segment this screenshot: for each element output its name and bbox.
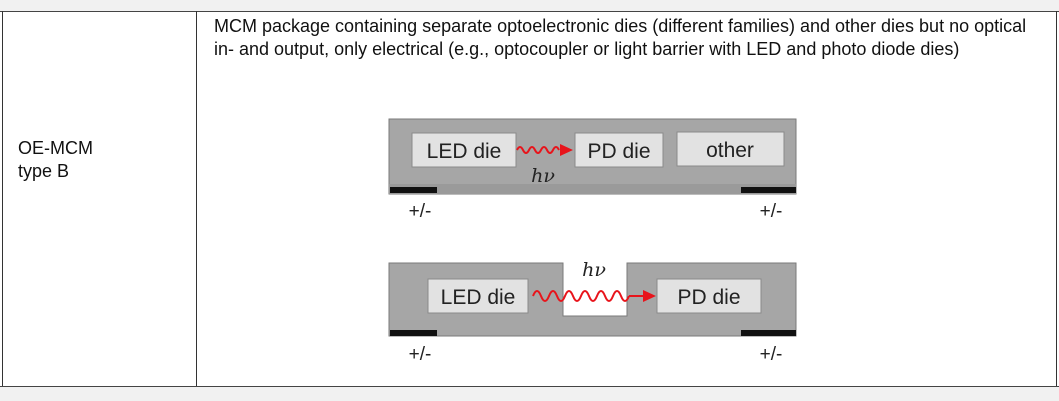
led-die-label-top: LED die	[427, 140, 502, 163]
column-divider	[196, 11, 197, 386]
pd-die-label-bottom: PD die	[677, 286, 740, 309]
photon-label-bottom: hν	[582, 259, 606, 281]
photon-wave-bottom	[532, 290, 630, 302]
terminal-label-left-bottom: +/-	[409, 344, 432, 365]
terminal-label-right-top: +/-	[760, 201, 783, 222]
photon-wave-top	[516, 146, 560, 154]
row-label-line1: OE-MCM	[18, 138, 93, 158]
diagram-top: LED die PD die other hν +/- +/-	[388, 118, 797, 222]
row-label-line2: type B	[18, 161, 70, 181]
other-die-top	[676, 131, 785, 167]
pd-die-bottom	[656, 278, 762, 314]
diagram-bottom: LED die PD die hν +/- +/-	[388, 259, 797, 365]
other-die-label-top: other	[706, 139, 754, 162]
terminal-label-left-top: +/-	[409, 201, 432, 222]
photon-arrowhead-top	[560, 144, 573, 156]
terminal-right-bottom	[741, 330, 796, 336]
next-row-edge	[0, 386, 1059, 401]
led-die-top	[411, 132, 517, 168]
photon-arrowhead-bottom	[643, 290, 656, 302]
pd-die-label-top: PD die	[587, 140, 650, 163]
led-die-bottom	[427, 278, 529, 314]
terminal-right-top	[741, 187, 796, 193]
row-label: OE-MCM type B	[18, 137, 93, 183]
terminal-label-right-bottom: +/-	[760, 344, 783, 365]
package-base-top	[389, 184, 796, 194]
terminal-left-top	[390, 187, 437, 193]
terminal-left-bottom	[390, 330, 437, 336]
led-die-label-bottom: LED die	[441, 286, 516, 309]
photon-label-top: hν	[531, 165, 555, 187]
table-frame	[2, 11, 1057, 386]
row-description: MCM package containing separate optoelec…	[214, 16, 1027, 59]
pd-die-top	[574, 132, 664, 168]
previous-row-edge	[0, 0, 1059, 12]
